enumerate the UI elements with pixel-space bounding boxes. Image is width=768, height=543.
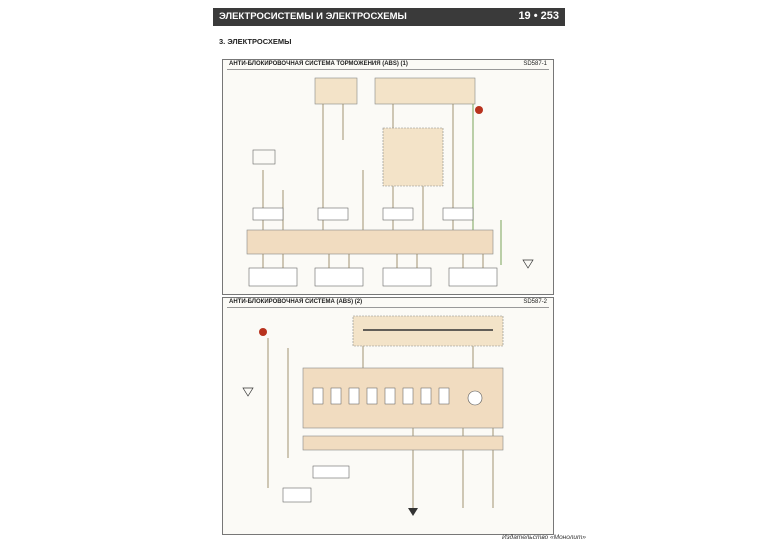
ground-symbol-1 — [522, 259, 534, 269]
diagram-1-schematic — [246, 77, 534, 287]
fuse-box-left — [314, 77, 358, 105]
relay-module — [382, 127, 444, 187]
diagram-2-title: АНТИ-БЛОКИРОВОЧНАЯ СИСТЕМА (ABS) (2) — [229, 299, 363, 305]
diagram-1-rule — [227, 69, 549, 70]
fuse-box-top — [352, 315, 504, 347]
abs-ecu-bar — [246, 229, 494, 255]
fuse-box-right — [374, 77, 476, 105]
publisher-footer: Издательство «Монолит» — [502, 534, 587, 541]
ground-symbol-3 — [242, 387, 254, 397]
abs-diagram-2: АНТИ-БЛОКИРОВОЧНАЯ СИСТЕМА (ABS) (2) SD5… — [222, 297, 554, 535]
abs-ecu-bottom — [302, 435, 504, 451]
diagram-2-rule — [227, 307, 549, 308]
marker-red-1 — [475, 106, 483, 114]
brake-switch — [252, 149, 276, 165]
abs-diagram-1: АНТИ-БЛОКИРОВОЧНАЯ СИСТЕМА ТОРМОЖЕНИЯ (A… — [222, 59, 554, 295]
diagram-2-code: SD587-2 — [523, 299, 547, 305]
page-number: 19 • 253 — [518, 10, 559, 22]
pump-motor — [467, 390, 483, 406]
diagram-1-code: SD587-1 — [523, 61, 547, 67]
marker-red-2 — [259, 328, 267, 336]
section-title: 3. ЭЛЕКТРОСХЕМЫ — [219, 37, 292, 46]
page-header: ЭЛЕКТРОСИСТЕМЫ И ЭЛЕКТРОСХЕМЫ 19 • 253 — [213, 8, 565, 26]
diagram-2-schematic — [242, 315, 504, 516]
diagram-1-title: АНТИ-БЛОКИРОВОЧНАЯ СИСТЕМА ТОРМОЖЕНИЯ (A… — [229, 61, 408, 67]
ground-symbol-2 — [408, 508, 418, 516]
header-title: ЭЛЕКТРОСИСТЕМЫ И ЭЛЕКТРОСХЕМЫ — [219, 11, 407, 22]
